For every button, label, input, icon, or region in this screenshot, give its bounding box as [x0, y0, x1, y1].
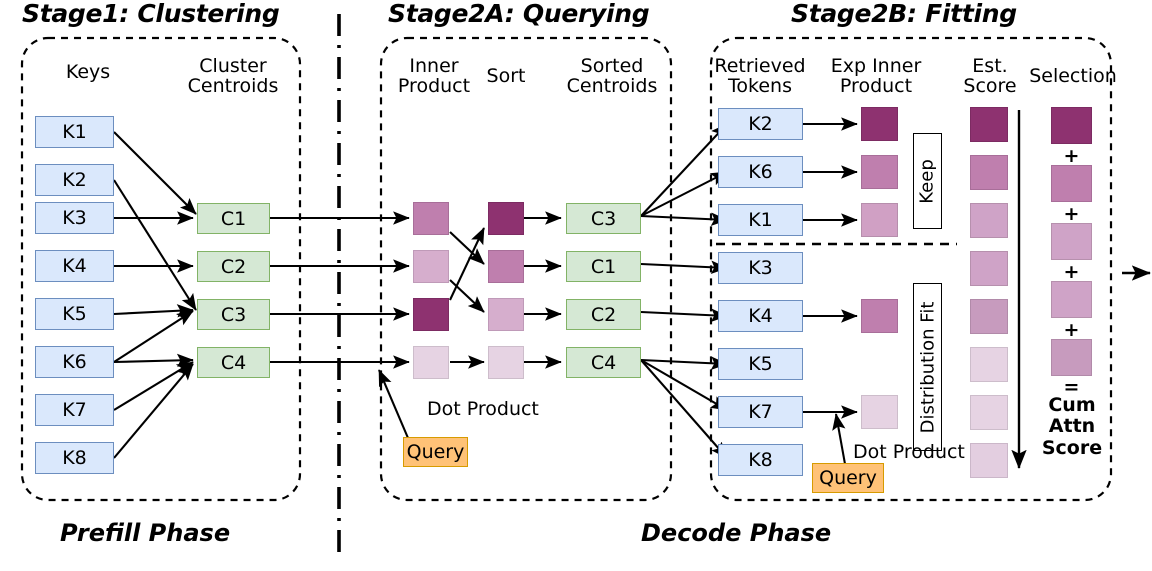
sorted-centroid-box-c3[interactable]: C3 — [566, 203, 641, 234]
selection-square-4 — [1051, 281, 1092, 318]
retrieved-token-k7[interactable]: K7 — [718, 396, 803, 428]
sort-caption: Sort — [486, 65, 526, 87]
selection-square-5 — [1051, 339, 1092, 376]
stage2b-dot-product-label: Dot Product — [853, 441, 965, 463]
stage1-title: Stage1: Clustering — [22, 0, 280, 28]
sorted-square-c3 — [488, 202, 524, 235]
stage1-assignment-arrows — [113, 131, 197, 459]
centroid-box-c3[interactable]: C3 — [197, 299, 270, 330]
est-score-square-7 — [970, 395, 1008, 430]
sort-arrows — [449, 227, 485, 369]
keep-label-text: Keep — [917, 158, 939, 204]
exp-inner-product-caption: Exp Inner Product — [830, 55, 922, 98]
key-box-k7[interactable]: K7 — [35, 394, 114, 426]
stage1-container — [20, 36, 302, 502]
selection-equals: = — [1063, 376, 1080, 398]
retrieved-token-k4[interactable]: K4 — [718, 300, 803, 332]
distribution-fit-label-text: Distribution Fit — [917, 301, 938, 433]
est-score-square-1 — [970, 107, 1008, 142]
prefill-phase-label: Prefill Phase — [60, 519, 231, 547]
inner-product-square-c4 — [413, 346, 449, 379]
token-to-expinner-arrows — [803, 117, 858, 419]
stage2a-dot-product-label: Dot Product — [427, 398, 539, 420]
decode-phase-label: Decode Phase — [641, 519, 832, 547]
retrieved-token-k2[interactable]: K2 — [718, 108, 803, 140]
inner-product-square-c3 — [413, 298, 449, 331]
key-box-k8[interactable]: K8 — [35, 442, 114, 474]
key-box-k4[interactable]: K4 — [35, 250, 114, 282]
centroid-box-c4[interactable]: C4 — [197, 347, 270, 378]
est-score-square-3 — [970, 203, 1008, 238]
stage2a-query-box[interactable]: Query — [403, 437, 468, 467]
cum-attn-score-label: Cum Attn Score — [1041, 394, 1103, 459]
retrieved-token-k8[interactable]: K8 — [718, 444, 803, 476]
centroid-box-c2[interactable]: C2 — [197, 251, 270, 282]
stage2a-container — [379, 36, 673, 502]
keep-label-box: Keep — [913, 133, 942, 229]
inner-product-square-c2 — [413, 250, 449, 283]
selection-plus-1: + — [1063, 145, 1080, 167]
retrieved-token-k3[interactable]: K3 — [718, 252, 803, 284]
selection-plus-3: + — [1063, 261, 1080, 283]
selection-square-2 — [1051, 165, 1092, 202]
retrieved-token-k1[interactable]: K1 — [718, 204, 803, 236]
exp-inner-product-square-k7 — [861, 395, 898, 429]
stage2b-query-arrow — [832, 413, 847, 465]
sorted-centroid-box-c4[interactable]: C4 — [566, 347, 641, 378]
stage2b-query-box[interactable]: Query — [812, 463, 884, 493]
selection-square-3 — [1051, 223, 1092, 260]
exp-inner-product-square-k6 — [861, 155, 898, 189]
retrieved-token-k6[interactable]: K6 — [718, 156, 803, 188]
est-score-square-4 — [970, 251, 1008, 286]
est-score-square-5 — [970, 299, 1008, 334]
score-to-sortedcentroid-arrows — [524, 211, 562, 369]
stage2b-title: Stage2B: Fitting — [791, 0, 1017, 28]
key-box-k1[interactable]: K1 — [35, 116, 114, 148]
sorted-centroid-box-c1[interactable]: C1 — [566, 251, 641, 282]
selection-plus-4: + — [1063, 319, 1080, 341]
distribution-fit-label-box: Distribution Fit — [913, 283, 942, 451]
inner-product-caption: Inner Product — [397, 55, 471, 98]
centroid-box-c1[interactable]: C1 — [197, 203, 270, 234]
sorted-centroids-caption: Sorted Centroids — [566, 55, 658, 98]
sorted-square-c2 — [488, 298, 524, 331]
sorted-square-c4 — [488, 346, 524, 379]
key-box-k5[interactable]: K5 — [35, 298, 114, 330]
exp-inner-product-square-k2 — [861, 107, 898, 141]
key-box-k2[interactable]: K2 — [35, 164, 114, 196]
inner-product-square-c1 — [413, 202, 449, 235]
key-box-k6[interactable]: K6 — [35, 346, 114, 378]
keys-caption: Keys — [65, 61, 111, 83]
sorted-square-c1 — [488, 250, 524, 283]
selection-square-1 — [1051, 107, 1092, 144]
selection-plus-2: + — [1063, 203, 1080, 225]
centroid-to-innerproduct-arrows — [270, 211, 410, 369]
selection-caption: Selection — [1029, 65, 1117, 87]
est-score-caption: Est. Score — [963, 55, 1017, 98]
sortedcentroid-to-token-arrows — [640, 123, 728, 459]
exp-inner-product-square-k4 — [861, 299, 898, 333]
sorted-centroid-box-c2[interactable]: C2 — [566, 299, 641, 330]
exp-inner-product-square-k1 — [861, 203, 898, 237]
est-score-square-8 — [970, 443, 1008, 478]
stage2a-query-arrow — [378, 369, 409, 439]
cluster-centroids-caption: Cluster Centroids — [187, 55, 279, 98]
est-score-square-2 — [970, 155, 1008, 190]
key-box-k3[interactable]: K3 — [35, 202, 114, 234]
est-score-square-6 — [970, 347, 1008, 382]
retrieved-token-k5[interactable]: K5 — [718, 348, 803, 380]
stage2a-title: Stage2A: Querying — [388, 0, 650, 28]
retrieved-tokens-caption: Retrieved Tokens — [714, 55, 806, 98]
